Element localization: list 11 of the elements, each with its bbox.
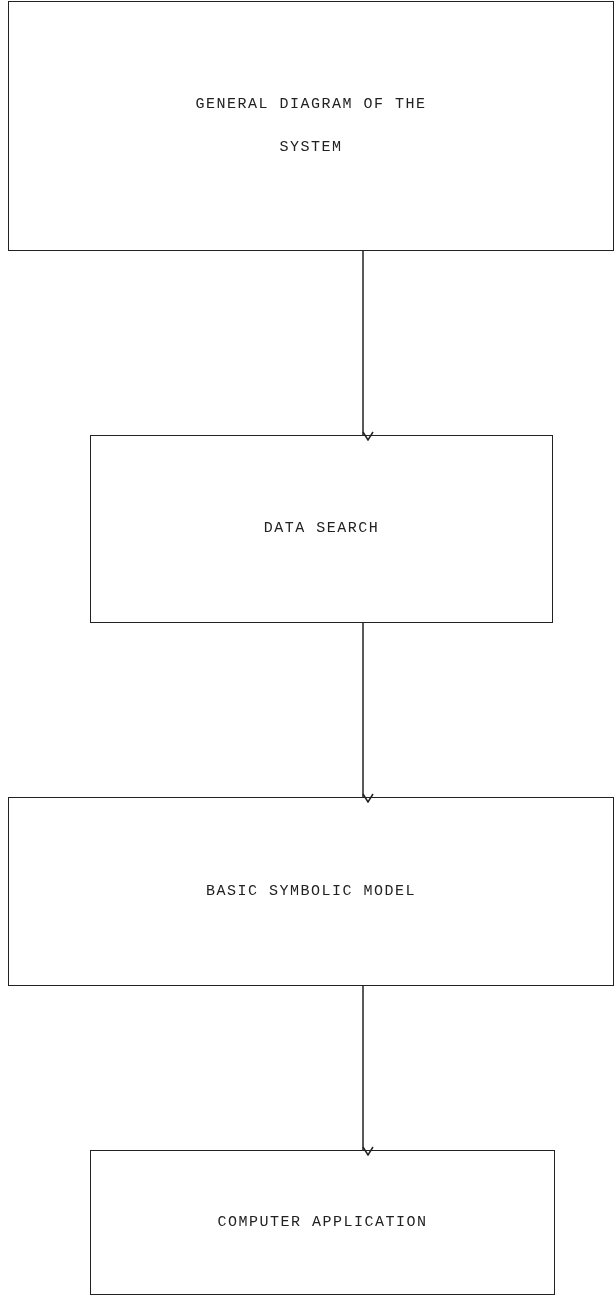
process-box (90, 435, 553, 623)
box-label: COMPUTER APPLICATION (217, 1212, 428, 1233)
arrow (362, 250, 374, 441)
arrow (362, 622, 374, 803)
box-label: GENERAL DIAGRAM OF THE SYSTEM (194, 94, 428, 158)
process-box (8, 797, 614, 986)
box-label: DATA SEARCH (263, 519, 380, 540)
process-box (90, 1150, 555, 1295)
box-label: BASIC SYMBOLIC MODEL (206, 881, 416, 902)
arrow (362, 985, 374, 1156)
process-box (8, 1, 614, 251)
